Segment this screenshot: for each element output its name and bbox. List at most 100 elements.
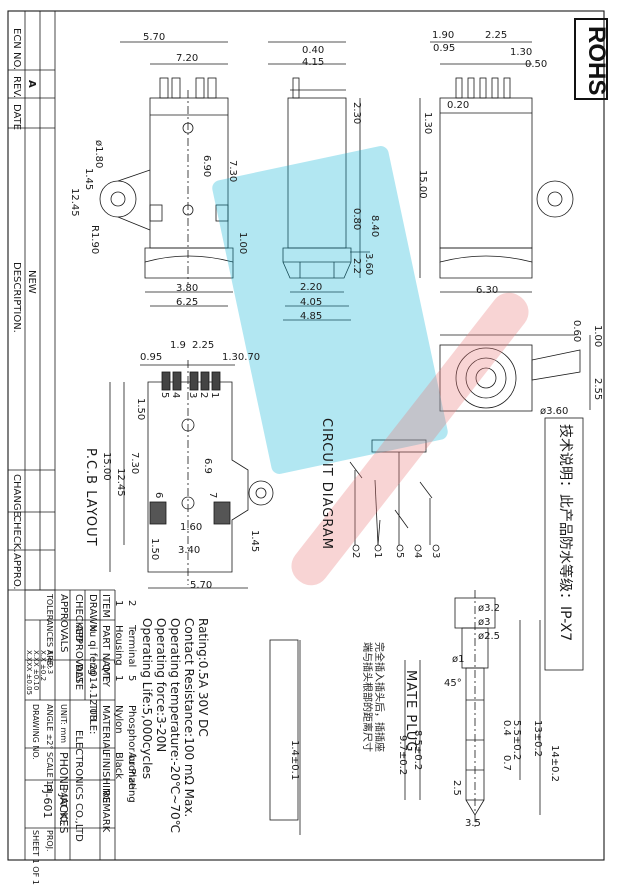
dim-pcb-150: 1.50 — [135, 398, 146, 421]
bom-row-part: Housing — [113, 625, 124, 666]
dim-pcb-160: 1.60 — [180, 522, 203, 533]
title-block-grid — [25, 589, 116, 860]
dim-plug-45: 45° — [444, 678, 462, 689]
dim-front-r190: R1.90 — [89, 225, 100, 255]
dim-pcb-340: 3.40 — [178, 545, 201, 556]
bom-row-item: 1 — [113, 600, 124, 607]
date-label: DATE — [11, 104, 22, 131]
dim-front-690: 6.90 — [201, 155, 212, 178]
dim-plug-35: 3.5 — [465, 818, 481, 829]
tech-note: 技术说明：此产品防水等级：IP-X7 — [557, 424, 573, 642]
description-label: DESCRIPTION. — [11, 262, 22, 333]
back-view — [419, 41, 574, 293]
dim-plug-55: 5.5±0.2 — [511, 720, 522, 761]
dim-back-130: 1.30 — [510, 47, 533, 58]
dim-pcb-69: 6.9 — [202, 458, 213, 474]
pcb-pin-2: 2 — [198, 392, 209, 399]
dim-front-720: 7.20 — [176, 53, 199, 64]
tb-part-no: PJ-601 — [41, 784, 54, 819]
dim-front-100: 1.00 — [237, 232, 248, 255]
bom-header-remark: REMARK — [100, 790, 111, 833]
pcb-layout-label: P.C.B LAYOUT — [83, 448, 98, 547]
pcb-pin-4: 4 — [170, 392, 181, 399]
dim-plug-14b: 1.4±0.1 — [289, 740, 300, 781]
circuit-pin-1: 1 — [372, 552, 383, 559]
tb-company: ELECTRONICS CO.,LTD — [73, 730, 84, 842]
dim-front-730: 7.30 — [227, 160, 238, 183]
dim-side-840: 8.40 — [369, 215, 380, 238]
spec-life: Operating Life:5,000cycles — [140, 618, 154, 780]
tb-date-label: DATE — [73, 664, 84, 691]
dim-plug-97: 9.7±0.2 — [397, 735, 408, 776]
tb-tol-row: X.XXX ±0.05 — [25, 650, 33, 696]
dim-front-1245: 12.45 — [69, 188, 80, 217]
tb-tol-row: X ±0.3 — [46, 650, 54, 675]
ecn-no-label: ECN NO. — [11, 28, 22, 71]
dim-plug-85: 8.5±0.2 — [412, 730, 423, 771]
change-label: CHANGE. — [11, 474, 22, 521]
pcb-pin-3: 3 — [187, 392, 198, 399]
dim-back-130b: 1.30 — [422, 112, 433, 135]
bom-header-material: MATERIAL — [100, 705, 111, 755]
sheet-border — [7, 10, 605, 861]
dim-front-145: 1.45 — [83, 168, 94, 191]
dim-pcb-1245: 12.45 — [115, 468, 126, 497]
dim-front-570: 5.70 — [143, 32, 166, 43]
tech-note-box — [544, 417, 584, 671]
dim-plug-25: ø2.5 — [478, 631, 501, 642]
dim-front-625: 6.25 — [176, 297, 199, 308]
pcb-layout — [109, 360, 274, 589]
top-view — [439, 334, 591, 412]
dim-side-080: 0.80 — [351, 208, 362, 231]
dim-side-230: 2.30 — [351, 102, 362, 125]
spec-contact-resistance: Contact Resistance:100 mΩ Max. — [182, 618, 196, 818]
dim-side-485: 4.85 — [300, 311, 323, 322]
dim-pcb-13070: 1.30.70 — [222, 352, 261, 363]
tb-unit: UNIT: mm — [59, 704, 68, 744]
new-label: NEW — [26, 270, 37, 294]
dim-top-100: 1.00 — [592, 325, 603, 348]
circuit-diagram — [349, 439, 440, 552]
plug-note-2: 端与插头根部的距离尺寸 — [361, 642, 372, 752]
bom-row-qty: 1 — [113, 675, 124, 682]
bom-row-material: Nylon — [113, 705, 124, 734]
circuit-pin-3: 3 — [430, 552, 441, 559]
mate-plug — [269, 590, 541, 835]
dim-side-360: 3.60 — [363, 253, 374, 276]
dim-plug-04: 0.4 — [501, 720, 512, 736]
spec-temperature: Operating temperature:-20℃~70℃ — [168, 618, 182, 834]
dim-side-22: 2.2 — [351, 258, 362, 274]
tb-approvals2-label: APPROVALS — [58, 594, 69, 653]
rohs-badge: ROHS — [574, 18, 610, 100]
spec-rating: Rating:0.5A 30V DC — [196, 618, 210, 737]
dim-front-180: ø1.80 — [93, 140, 104, 169]
pcb-pad-7: 7 — [207, 492, 218, 499]
dim-plug-3: ø3 — [478, 617, 491, 628]
side-view — [268, 41, 370, 321]
circuit-diagram-label: CIRCUIT DIAGRAM — [319, 418, 334, 550]
bom-header-qty: Q'TY — [100, 664, 111, 687]
dim-back-095: 0.95 — [433, 43, 456, 54]
dim-plug-25b: 2.5 — [451, 780, 462, 796]
dim-pcb-150b: 1.50 — [149, 538, 160, 561]
dim-top-360: ø3.60 — [540, 406, 569, 417]
pcb-pin-1: 1 — [209, 392, 220, 399]
dim-back-050: 0.50 — [525, 59, 548, 70]
dim-back-190: 1.90 — [432, 30, 455, 41]
dim-plug-13: 13±0.2 — [532, 720, 543, 758]
dim-side-220: 2.20 — [300, 282, 323, 293]
pcb-pad-6: 6 — [153, 492, 164, 499]
dim-back-225: 2.25 — [485, 30, 508, 41]
dim-plug-1: ø1 — [452, 654, 465, 665]
dim-pcb-730: 7.30 — [129, 452, 140, 475]
dim-pcb-095: 0.95 — [140, 352, 163, 363]
dim-side-405: 4.05 — [300, 297, 323, 308]
bom-header-item: ITEM — [100, 594, 111, 619]
dim-pcb-145: 1.45 — [249, 530, 260, 553]
circuit-pin-4: 4 — [412, 552, 423, 559]
dim-side-040: 0.40 — [302, 45, 325, 56]
tb-tol-row: X.X ±0.2 — [39, 650, 47, 682]
dim-plug-32: ø3.2 — [478, 603, 501, 614]
circuit-pin-2: 2 — [350, 552, 361, 559]
